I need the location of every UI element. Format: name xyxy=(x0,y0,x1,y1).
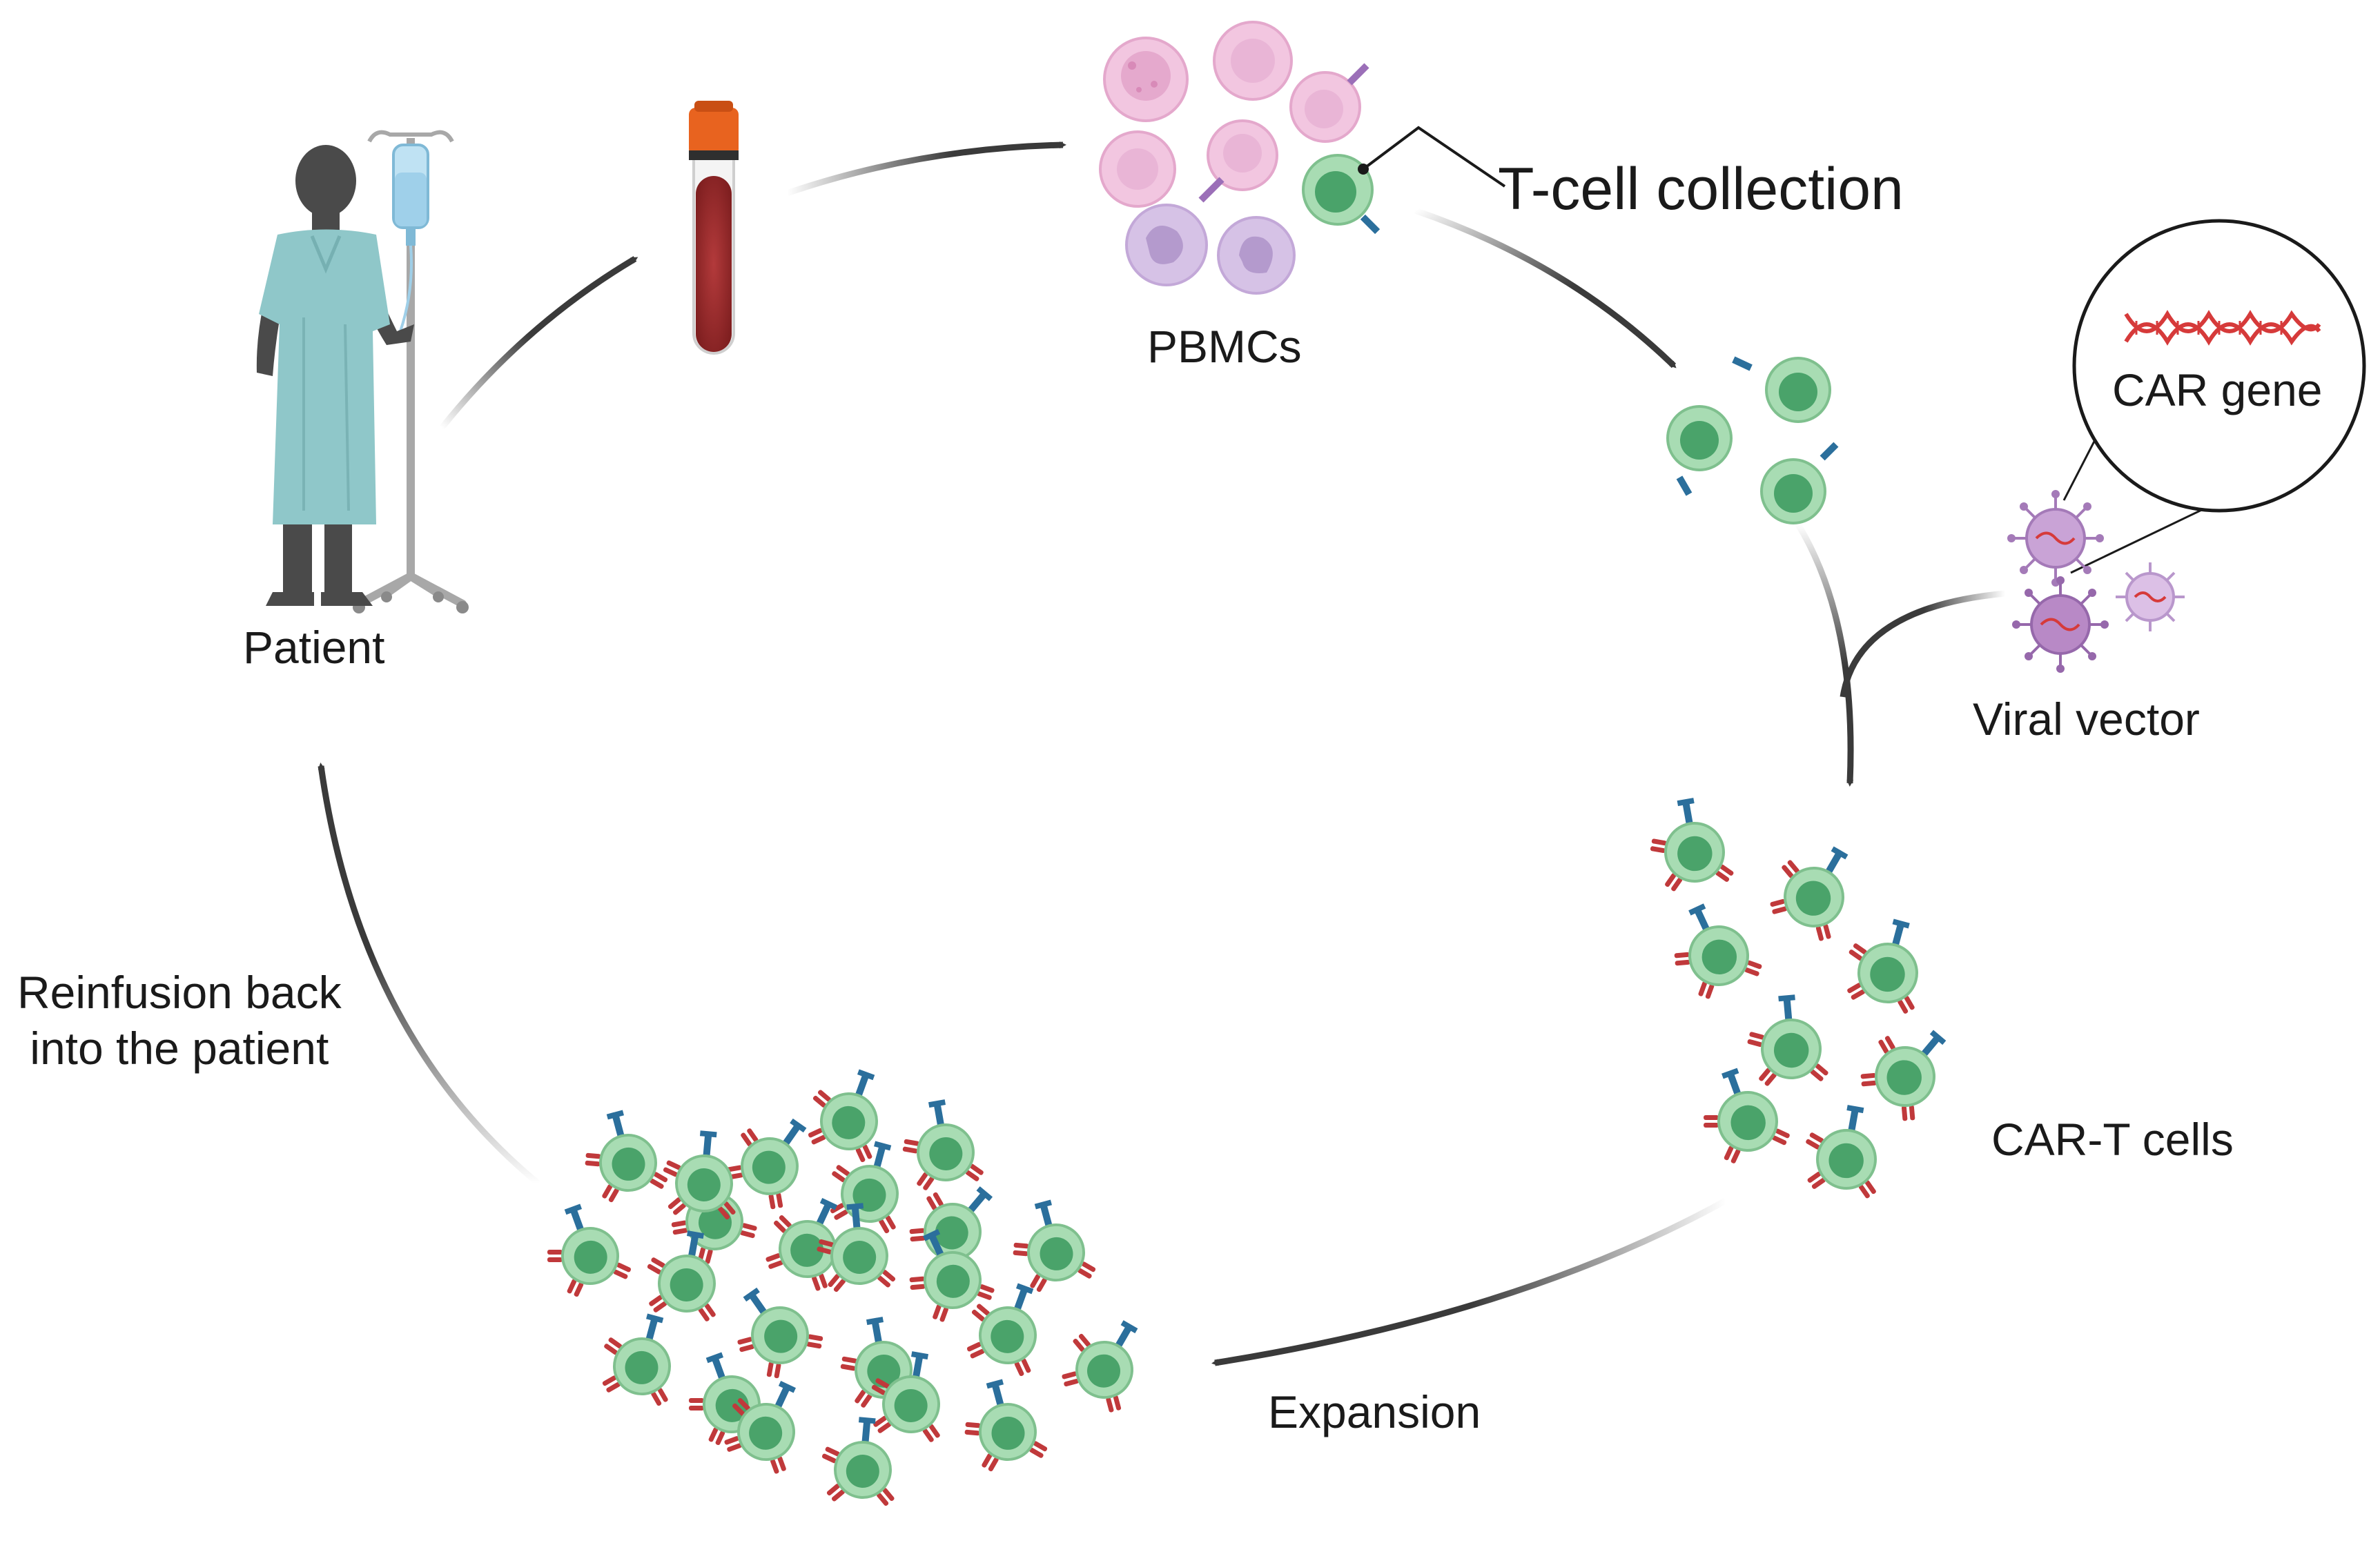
car-t-cell xyxy=(830,1141,899,1234)
car-t-cell xyxy=(964,1379,1048,1472)
cart-cell-cluster xyxy=(1650,798,1947,1199)
car-t-cell xyxy=(647,1230,716,1321)
isolated-t-cells xyxy=(1666,356,1839,524)
arrow-tcells-to-cart xyxy=(1795,522,1854,787)
pbmcs-label: PBMCs xyxy=(1147,321,1302,372)
viral-vectors xyxy=(2007,490,2185,673)
car-gene-callout xyxy=(2062,219,2366,574)
car-t-cell xyxy=(585,1110,668,1203)
t-cell xyxy=(1302,154,1381,235)
car-t-cell xyxy=(726,1118,807,1210)
arrow-pbmcs-to-tcells xyxy=(1414,207,1677,368)
car-t-cell xyxy=(737,1287,823,1379)
iv-drip-icon xyxy=(353,130,469,613)
pink-cell xyxy=(1213,21,1293,101)
patient-figure-icon xyxy=(256,130,469,613)
car-t-cell xyxy=(547,1203,632,1297)
arrow-blood-to-pbmcs xyxy=(786,141,1066,197)
tcell-collection-label: T-cell collection xyxy=(1498,156,1904,222)
car-t-cell xyxy=(1747,994,1828,1086)
expansion-label: Expansion xyxy=(1268,1386,1481,1437)
car-t-cell xyxy=(1847,918,1918,1014)
dna-icon xyxy=(2124,310,2321,346)
t-cell xyxy=(1732,356,1831,423)
car-gene-label: CAR gene xyxy=(2112,364,2323,415)
pink-cell xyxy=(1103,37,1189,122)
car-t-cell xyxy=(765,1198,837,1291)
t-cell xyxy=(1760,442,1839,524)
reinfusion-label: Reinfusion back into the patient xyxy=(17,967,342,1074)
car-t-cell xyxy=(1650,798,1734,892)
arrow-patient-to-blood xyxy=(439,256,638,430)
car-t-cell xyxy=(1704,1068,1790,1163)
purple-cell xyxy=(1217,216,1296,295)
car-t-cell xyxy=(821,1417,895,1506)
car-t-cell xyxy=(808,1069,878,1163)
virus-icon xyxy=(2007,490,2104,587)
pink-cell xyxy=(1099,130,1176,208)
patient-label: Patient xyxy=(243,622,385,673)
virus-icon xyxy=(2116,562,2185,631)
pbmc-cluster xyxy=(1099,21,1506,295)
pink-cell xyxy=(1289,63,1369,143)
tcell-callout-line xyxy=(1362,126,1506,188)
car-t-cell xyxy=(871,1351,940,1442)
car-t-cell xyxy=(909,1229,995,1322)
viral-vector-label: Viral vector xyxy=(1973,694,2200,745)
car-t-cell xyxy=(1013,1199,1096,1293)
car-t-cell xyxy=(1860,1030,1947,1121)
car-t-cell xyxy=(1806,1105,1877,1199)
virus-icon xyxy=(2012,576,2109,673)
car-t-cell xyxy=(966,1283,1037,1377)
pink-cell xyxy=(1198,119,1278,203)
expanded-cart-cell-cluster xyxy=(547,1069,1138,1506)
car-t-cell xyxy=(1770,846,1849,941)
car-t-cell xyxy=(1674,903,1762,999)
car-t-cell xyxy=(817,1203,896,1293)
t-cell xyxy=(1666,405,1733,496)
car-gene-circle xyxy=(2072,219,2366,513)
cart-cells-label: CAR-T cells xyxy=(1991,1114,2234,1165)
car-t-cell xyxy=(724,1381,796,1474)
arrow-viral-vector-join xyxy=(1840,590,2006,698)
purple-cell xyxy=(1125,204,1208,286)
car-t-cell xyxy=(663,1130,736,1220)
flow-arrows xyxy=(318,141,2006,1366)
arrow-reinfusion xyxy=(318,763,540,1186)
blood-tube-icon xyxy=(689,101,739,355)
car-t-cell xyxy=(1062,1320,1138,1413)
car-t-cell xyxy=(602,1313,671,1406)
arrow-cart-to-expansion xyxy=(1211,1198,1728,1366)
car-t-cell xyxy=(902,1099,984,1190)
